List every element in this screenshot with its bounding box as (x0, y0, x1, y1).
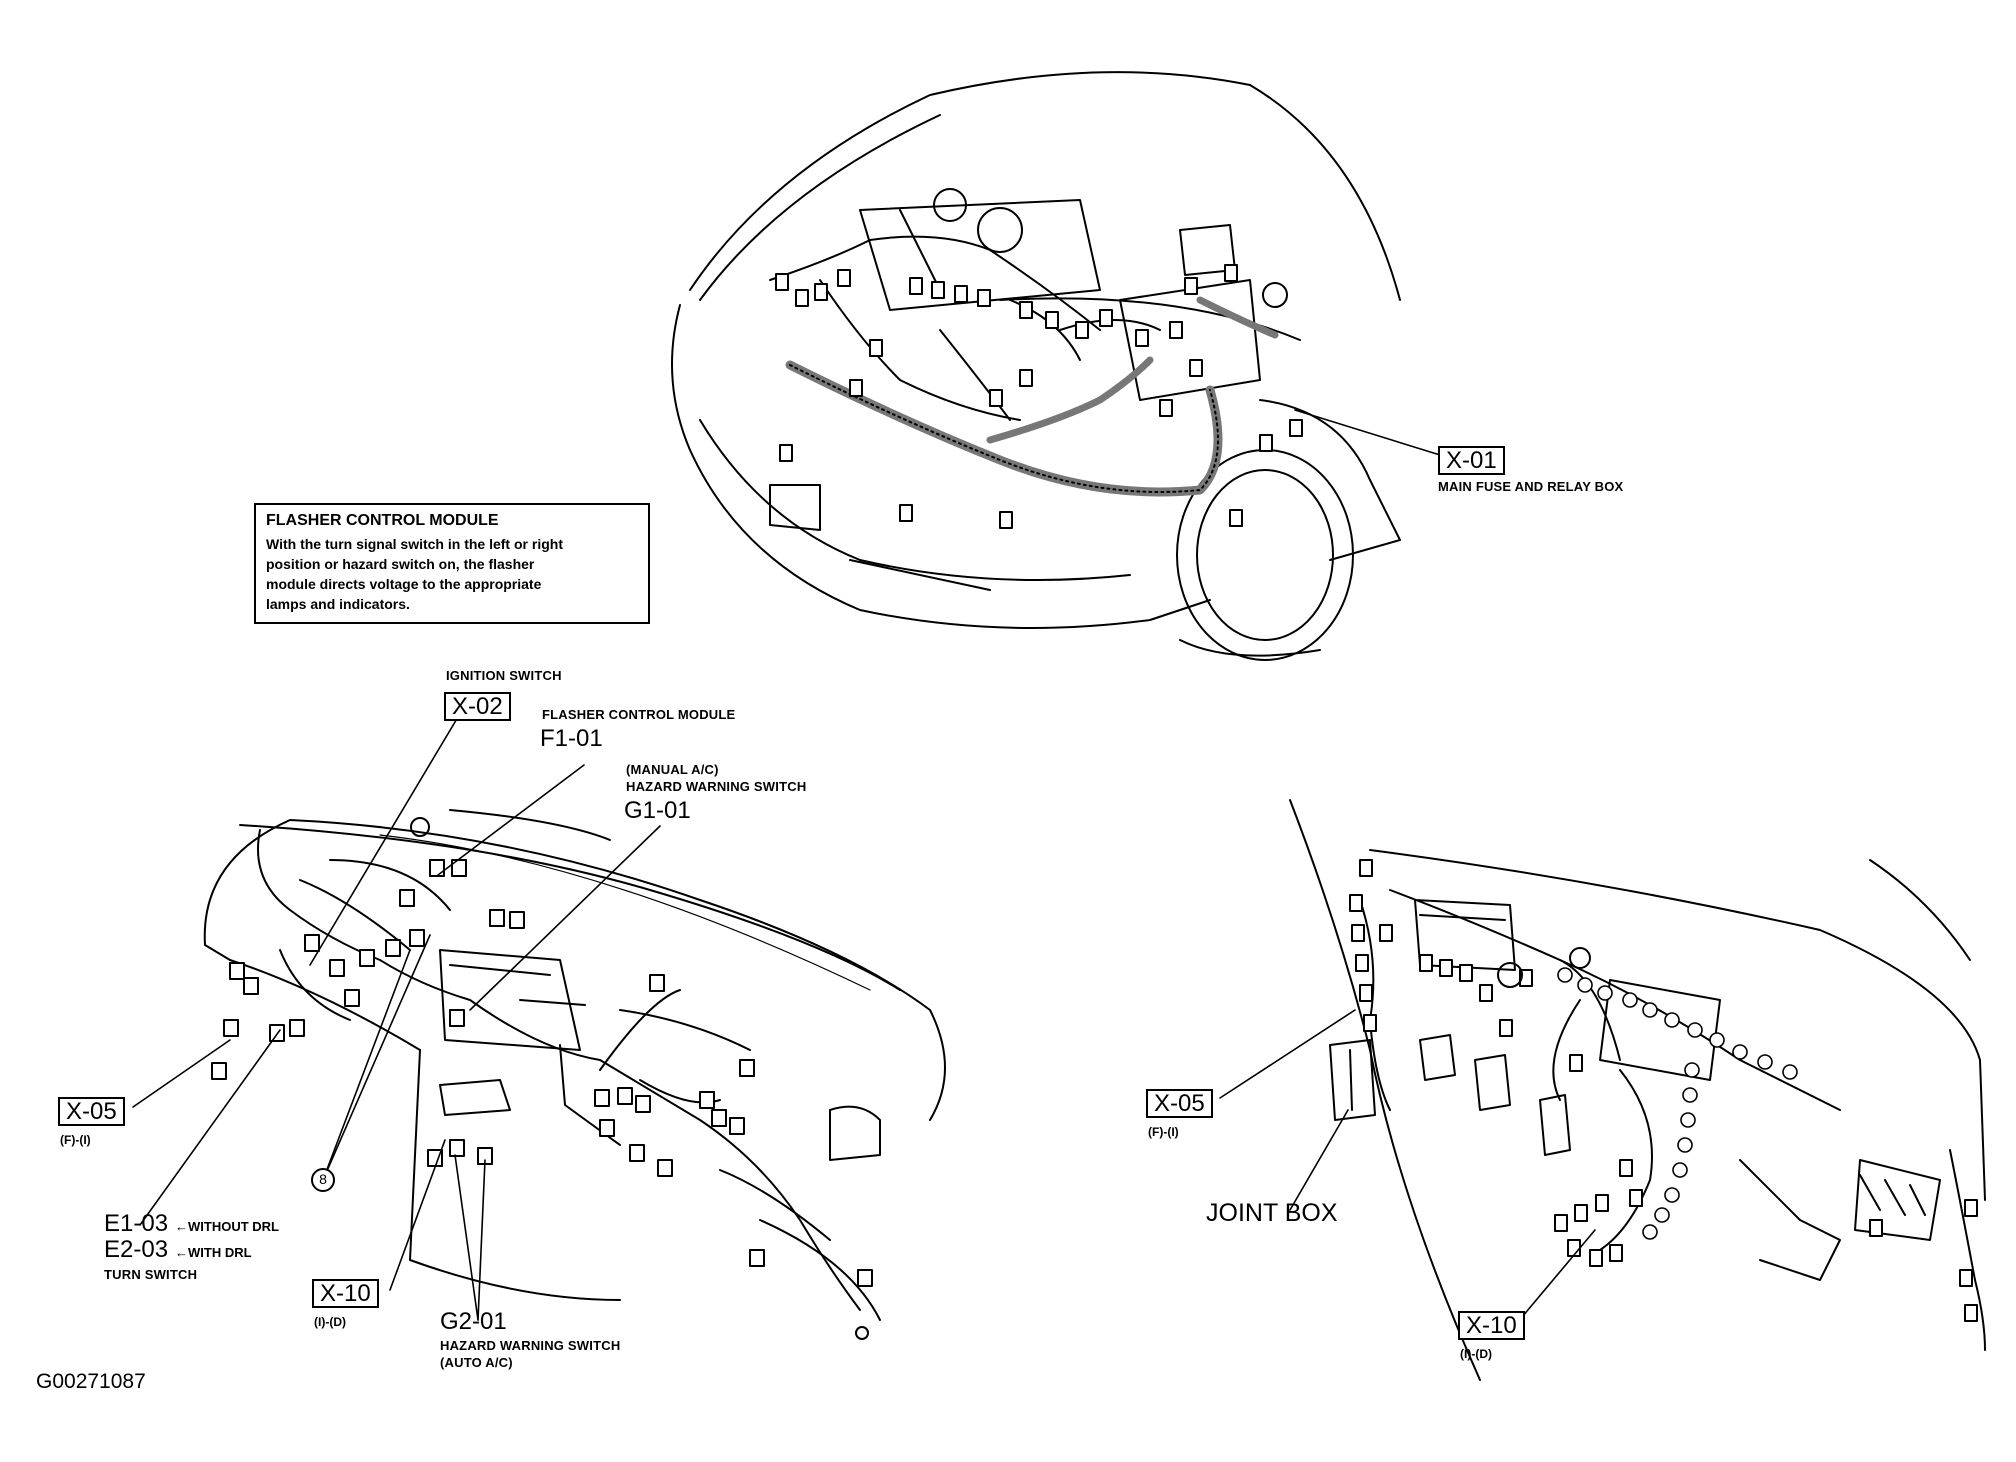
x10-pin-range: (I)-(D) (314, 1315, 346, 1329)
info-box-line: With the turn signal switch in the left … (266, 536, 563, 552)
x05-pin-range-right: (F)-(I) (1148, 1125, 1179, 1139)
x01-connector-label: X-01 (1438, 446, 1505, 475)
hazard-switch-auto-caption: HAZARD WARNING SWITCH (440, 1338, 621, 1353)
info-box-title: FLASHER CONTROL MODULE (266, 512, 499, 529)
info-box-line: module directs voltage to the appropriat… (266, 576, 542, 592)
g201-connector-label: G2-01 (440, 1308, 507, 1335)
x10-connector-label-right: X-10 (1458, 1311, 1525, 1340)
info-box-line: position or hazard switch on, the flashe… (266, 556, 535, 572)
joint-box-caption: JOINT BOX (1206, 1199, 1338, 1227)
ignition-switch-caption: IGNITION SWITCH (446, 668, 562, 683)
dashboard-right-drawing (1219, 799, 1986, 1381)
without-drl-note: ←WITHOUT DRL (175, 1219, 279, 1234)
manual-ac-caption: (MANUAL A/C) (626, 762, 719, 777)
ground-point-number: 8 (319, 1171, 327, 1187)
auto-ac-caption: (AUTO A/C) (440, 1355, 513, 1370)
x05-connector-label-right: X-05 (1146, 1089, 1213, 1118)
x02-connector-label: X-02 (444, 692, 511, 721)
x05-connector-label: X-05 (58, 1097, 125, 1126)
info-box-line: lamps and indicators. (266, 596, 410, 612)
x05-pin-range: (F)-(I) (60, 1133, 91, 1147)
x10-pin-range-right: (I)-(D) (1460, 1347, 1492, 1361)
main-fuse-relay-box-caption: MAIN FUSE AND RELAY BOX (1438, 479, 1624, 494)
flasher-info-box: FLASHER CONTROL MODULE With the turn sig… (254, 503, 650, 624)
x10-connector-label: X-10 (312, 1279, 379, 1308)
dashboard-left-drawing (132, 716, 946, 1340)
g101-connector-label: G1-01 (624, 797, 691, 824)
with-drl-note: ←WITH DRL (175, 1245, 252, 1260)
figure-id: G00271087 (36, 1370, 146, 1393)
hazard-switch-caption: HAZARD WARNING SWITCH (626, 779, 807, 794)
turn-switch-caption: TURN SWITCH (104, 1267, 198, 1282)
e203-connector-label: E2-03 (104, 1236, 169, 1263)
e103-connector-label: E1-03 (104, 1210, 169, 1237)
flasher-module-caption: FLASHER CONTROL MODULE (542, 707, 736, 722)
engine-bay-drawing (671, 71, 1441, 661)
f101-connector-label: F1-01 (540, 725, 603, 752)
